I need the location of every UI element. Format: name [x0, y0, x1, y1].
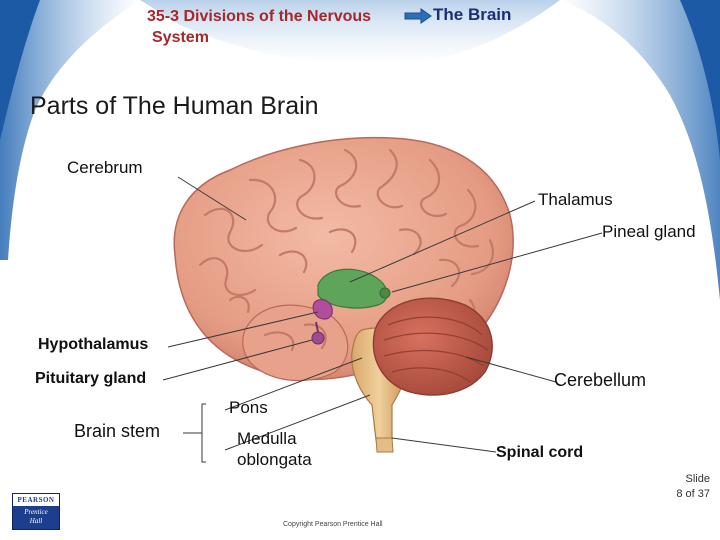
logo-hall: Hall	[29, 517, 43, 525]
label-cerebrum: Cerebrum	[67, 158, 143, 177]
logo-prentice: Prentice	[24, 508, 48, 516]
label-pituitary-gland: Pituitary gland	[35, 370, 147, 387]
label-spinal-cord: Spinal cord	[496, 444, 584, 461]
slide-number-line1: Slide	[685, 473, 710, 485]
label-medulla-line2: oblongata	[237, 450, 312, 469]
copyright-notice: Copyright Pearson Prentice Hall	[283, 521, 383, 528]
right-arrow-icon	[404, 8, 432, 24]
topic-title: The Brain	[433, 5, 512, 24]
slide-number-line2: 8 of 37	[676, 488, 710, 500]
label-medulla-line1: Medulla	[237, 429, 297, 448]
page-title: Parts of The Human Brain	[30, 92, 319, 120]
label-medulla-oblongata: Medulla oblongata	[237, 428, 312, 470]
pearson-prentice-hall-logo: PEARSON Prentice Hall	[12, 493, 60, 530]
label-cerebellum: Cerebellum	[554, 370, 647, 390]
label-pons: Pons	[229, 398, 268, 417]
section-title-line2: System	[152, 29, 209, 46]
label-hypothalamus: Hypothalamus	[38, 336, 149, 353]
logo-pearson: PEARSON	[13, 494, 59, 506]
section-title-line1: 35-3 Divisions of the Nervous	[147, 8, 372, 25]
label-pineal-gland: Pineal gland	[602, 222, 696, 241]
section-title: 35-3 Divisions of the Nervous System	[147, 6, 371, 48]
label-thalamus: Thalamus	[538, 190, 613, 209]
logo-prentice-hall: Prentice Hall	[13, 508, 59, 526]
slide-number: Slide 8 of 37	[664, 472, 710, 502]
label-brain-stem: Brain stem	[74, 421, 161, 441]
